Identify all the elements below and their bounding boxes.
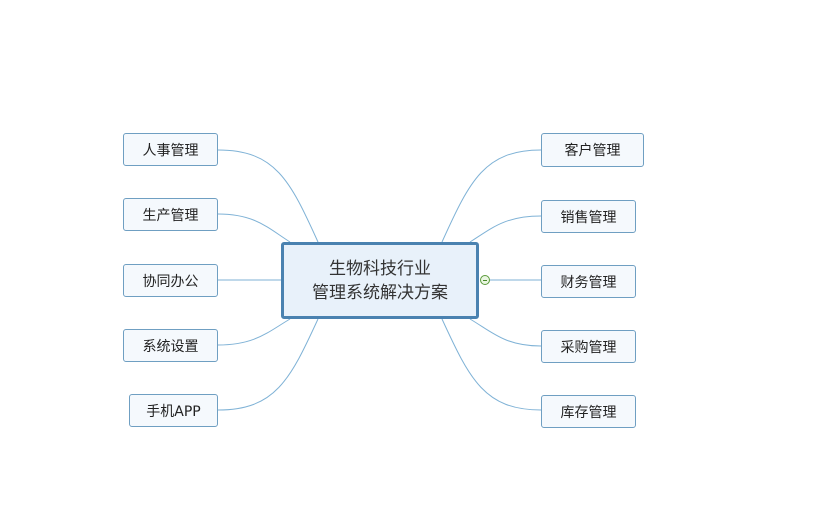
topic-label: 协同办公 [142,273,199,290]
connector-line [217,149,319,243]
connector-line [469,318,542,347]
connector-line [217,318,291,346]
central-topic[interactable]: 生物科技行业 管理系统解决方案 [281,242,479,319]
topic-mobile-app[interactable]: 手机APP [129,394,218,427]
topic-label: 手机APP [146,403,201,420]
connector-line [469,215,542,243]
connector-line [217,213,291,243]
topic-collaborative-office[interactable]: 协同办公 [123,264,218,297]
topic-inventory-management[interactable]: 库存管理 [541,395,636,428]
topic-sales-management[interactable]: 销售管理 [541,200,636,233]
central-topic-line2: 管理系统解决方案 [312,282,448,303]
topic-customer-management[interactable]: 客户管理 [541,133,644,167]
topic-label: 财务管理 [560,274,617,291]
topic-label: 系统设置 [142,338,199,355]
topic-hr-management[interactable]: 人事管理 [123,133,218,166]
connector-line [441,318,542,411]
connector-line [441,149,542,243]
topic-label: 采购管理 [560,339,617,356]
topic-purchase-management[interactable]: 采购管理 [541,330,636,363]
topic-label: 生产管理 [142,207,199,224]
topic-production-management[interactable]: 生产管理 [123,198,218,231]
topic-label: 库存管理 [560,404,617,421]
connector-line [217,318,319,411]
topic-label: 客户管理 [564,143,621,159]
topic-label: 销售管理 [560,209,617,226]
topic-system-settings[interactable]: 系统设置 [123,329,218,362]
collapse-toggle-icon[interactable] [480,275,490,285]
topic-finance-management[interactable]: 财务管理 [541,265,636,298]
central-topic-line1: 生物科技行业 [329,258,431,279]
topic-label: 人事管理 [142,142,199,159]
